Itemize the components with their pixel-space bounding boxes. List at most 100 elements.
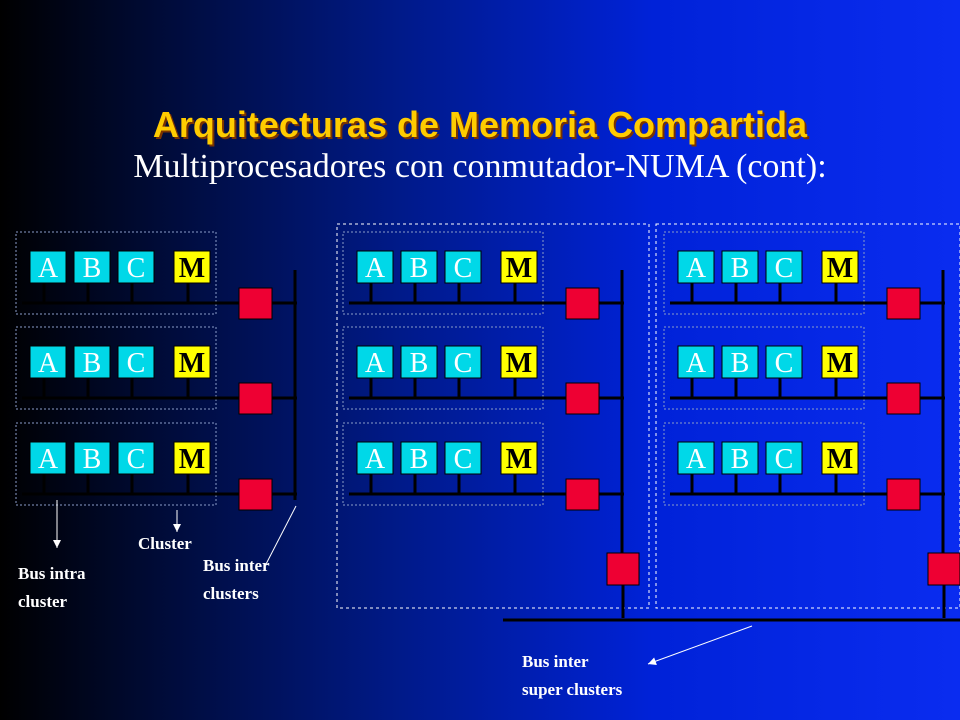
switch-node bbox=[886, 478, 921, 511]
memory-label: M bbox=[506, 348, 532, 379]
memory-box bbox=[173, 441, 211, 475]
processor-label: A bbox=[365, 444, 386, 475]
processor-box bbox=[117, 441, 155, 475]
processor-label: C bbox=[775, 444, 794, 475]
label-bus-inter-clusters: Bus inter clusters bbox=[203, 552, 270, 608]
switch-node bbox=[886, 382, 921, 415]
processor-label: B bbox=[410, 444, 429, 475]
super-switch-node bbox=[927, 552, 960, 586]
slide-title: Arquitecturas de Memoria Compartida bbox=[152, 104, 808, 145]
arrow-bus-intra-cluster-head bbox=[53, 540, 61, 548]
memory-box bbox=[500, 441, 538, 475]
cluster-frame bbox=[663, 231, 865, 315]
processor-box bbox=[444, 441, 482, 475]
processor-label: A bbox=[365, 348, 386, 379]
processor-box bbox=[400, 441, 438, 475]
arrow-cluster-head bbox=[173, 524, 181, 532]
processor-label: C bbox=[454, 253, 473, 284]
processor-label: B bbox=[410, 253, 429, 284]
label-bus-intra-cluster-line2: cluster bbox=[18, 592, 68, 611]
processor-box bbox=[356, 441, 394, 475]
super-switch-node bbox=[606, 552, 640, 586]
processor-label: B bbox=[410, 348, 429, 379]
switch-node bbox=[238, 478, 273, 511]
cluster-frame bbox=[342, 422, 544, 506]
cluster-frame bbox=[15, 326, 217, 410]
memory-label: M bbox=[179, 348, 205, 379]
processor-label: A bbox=[686, 348, 707, 379]
memory-label: M bbox=[827, 348, 853, 379]
processor-box bbox=[73, 250, 111, 284]
label-bus-inter-super-clusters-line2: super clusters bbox=[522, 680, 623, 699]
processor-label: B bbox=[83, 253, 102, 284]
memory-label: M bbox=[506, 444, 532, 475]
cluster-frame bbox=[663, 422, 865, 506]
processor-box bbox=[73, 345, 111, 379]
super-cluster-outline bbox=[655, 223, 960, 609]
switch-node bbox=[565, 478, 600, 511]
cluster-frame bbox=[342, 326, 544, 410]
processor-label: B bbox=[731, 253, 750, 284]
processor-label: B bbox=[83, 348, 102, 379]
memory-box bbox=[173, 250, 211, 284]
memory-label: M bbox=[506, 253, 532, 284]
processor-box bbox=[677, 250, 715, 284]
processor-box bbox=[29, 441, 67, 475]
memory-label: M bbox=[179, 444, 205, 475]
processor-box bbox=[677, 441, 715, 475]
processor-box bbox=[721, 250, 759, 284]
arrow-bus-inter-super-clusters bbox=[647, 625, 753, 665]
memory-box bbox=[500, 345, 538, 379]
processor-label: A bbox=[365, 253, 386, 284]
processor-box bbox=[765, 345, 803, 379]
arrow-bus-inter-super-clusters-head bbox=[648, 657, 657, 666]
processor-box bbox=[356, 345, 394, 379]
label-bus-inter-super-clusters: Bus inter super clusters bbox=[522, 648, 622, 704]
processor-box bbox=[117, 345, 155, 379]
processor-box bbox=[400, 250, 438, 284]
processor-label: A bbox=[38, 253, 59, 284]
processor-label: A bbox=[686, 444, 707, 475]
processor-label: C bbox=[454, 444, 473, 475]
switch-node bbox=[886, 287, 921, 320]
memory-box bbox=[821, 345, 859, 379]
memory-label: M bbox=[179, 253, 205, 284]
processor-box bbox=[444, 250, 482, 284]
processor-box bbox=[29, 250, 67, 284]
processor-box bbox=[400, 345, 438, 379]
processor-label: C bbox=[127, 253, 146, 284]
label-bus-intra-cluster-line1: Bus intra bbox=[18, 564, 86, 583]
processor-box bbox=[117, 250, 155, 284]
processor-label: C bbox=[775, 348, 794, 379]
cluster-frame bbox=[342, 231, 544, 315]
processor-label: B bbox=[83, 444, 102, 475]
label-bus-intra-cluster: Bus intra cluster bbox=[18, 560, 86, 616]
processor-label: B bbox=[731, 348, 750, 379]
processor-box bbox=[765, 441, 803, 475]
processor-box bbox=[29, 345, 67, 379]
processor-label: A bbox=[686, 253, 707, 284]
processor-box bbox=[73, 441, 111, 475]
processor-box bbox=[444, 345, 482, 379]
switch-node bbox=[238, 287, 273, 320]
memory-box bbox=[821, 250, 859, 284]
label-bus-inter-super-clusters-line1: Bus inter bbox=[522, 652, 589, 671]
label-cluster: Cluster bbox=[138, 534, 192, 553]
cluster-frame bbox=[15, 422, 217, 506]
processor-label: C bbox=[127, 348, 146, 379]
memory-label: M bbox=[827, 444, 853, 475]
super-cluster-outline bbox=[336, 223, 650, 609]
processor-box bbox=[677, 345, 715, 379]
label-bus-inter-clusters-line2: clusters bbox=[203, 584, 259, 603]
memory-box bbox=[500, 250, 538, 284]
processor-label: B bbox=[731, 444, 750, 475]
processor-label: C bbox=[775, 253, 794, 284]
processor-box bbox=[356, 250, 394, 284]
memory-box bbox=[173, 345, 211, 379]
processor-label: A bbox=[38, 348, 59, 379]
switch-node bbox=[565, 287, 600, 320]
label-bus-inter-clusters-line1: Bus inter bbox=[203, 556, 270, 575]
cluster-frame bbox=[663, 326, 865, 410]
processor-label: A bbox=[38, 444, 59, 475]
switch-node bbox=[565, 382, 600, 415]
